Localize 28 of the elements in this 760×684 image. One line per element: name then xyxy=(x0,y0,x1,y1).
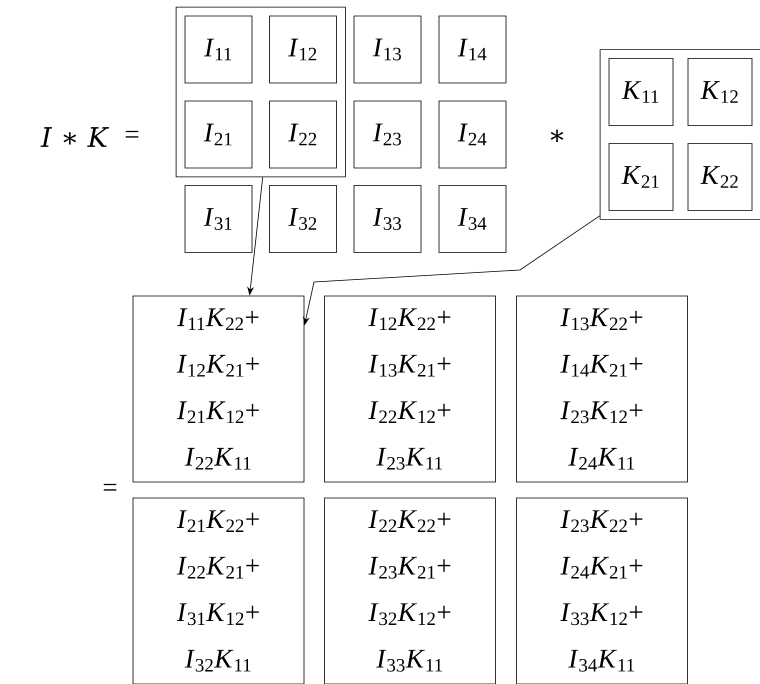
operator-label: ∗ xyxy=(550,130,564,142)
matrix-cell: K$_{12}$ xyxy=(688,58,752,126)
matrix-cell: I$_{21}$ xyxy=(184,100,252,168)
matrix-cell: I$_{34}$ xyxy=(438,185,506,253)
matrix-cell: I$_{11}$ xyxy=(184,16,252,84)
matrix-cell: I$_{14}$ xyxy=(438,16,506,84)
window-frame xyxy=(176,6,346,178)
matrix-cell: I$_{23}$ xyxy=(354,100,422,168)
operator-label: = xyxy=(104,484,116,491)
sum-box: I$_{22}$K$_{22}$+ I$_{23}$K$_{21}$+ I$_{32}$K$_{12}$+ I$_{33}$K$_{11}$ xyxy=(324,498,496,684)
matrix-cell: I$_{12}$ xyxy=(269,16,337,84)
matrix-cell: K$_{11}$ xyxy=(608,58,674,126)
matrix-cell: I$_{24}$ xyxy=(438,100,506,168)
window-frame xyxy=(600,49,760,220)
matrix-cell: I$_{13}$ xyxy=(354,16,422,84)
matrix-cell: I$_{33}$ xyxy=(354,185,422,253)
operator-label: = xyxy=(126,130,138,138)
operator-label: I ∗ K xyxy=(40,127,110,147)
matrix-cell: K$_{22}$ xyxy=(688,143,752,211)
sum-box: I$_{13}$K$_{22}$+ I$_{14}$K$_{21}$+ I$_{23}$K$_{12}$+ I$_{24}$K$_{11}$ xyxy=(516,296,688,482)
sum-box: I$_{11}$K$_{22}$+ I$_{12}$K$_{21}$+ I$_{21}$K$_{12}$+ I$_{22}$K$_{11}$ xyxy=(132,296,304,482)
sum-box: I$_{12}$K$_{22}$+ I$_{13}$K$_{21}$+ I$_{22}$K$_{12}$+ I$_{23}$K$_{11}$ xyxy=(324,296,496,482)
matrix-cell: I$_{32}$ xyxy=(269,185,337,253)
sum-box: I$_{23}$K$_{22}$+ I$_{24}$K$_{21}$+ I$_{33}$K$_{12}$+ I$_{34}$K$_{11}$ xyxy=(516,498,688,684)
matrix-cell: I$_{22}$ xyxy=(269,100,337,168)
matrix-cell: I$_{31}$ xyxy=(184,185,252,253)
sum-box: I$_{21}$K$_{22}$+ I$_{22}$K$_{21}$+ I$_{31}$K$_{12}$+ I$_{32}$K$_{11}$ xyxy=(132,498,304,684)
matrix-cell: K$_{21}$ xyxy=(608,143,674,211)
